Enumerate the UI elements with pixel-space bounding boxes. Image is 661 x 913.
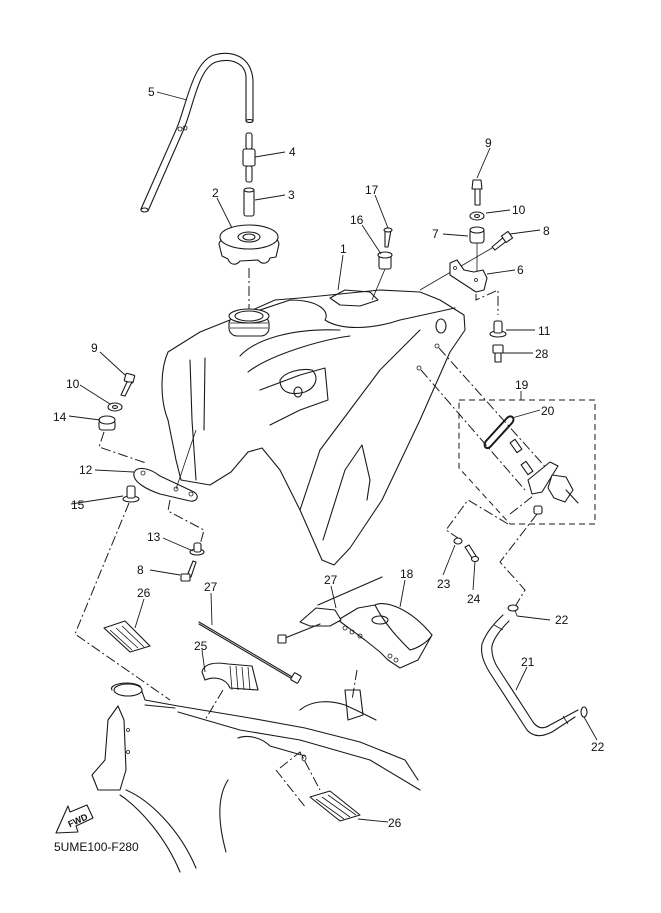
cover-bracket-18[interactable] <box>337 603 433 669</box>
callout-22-upper[interactable]: 22 <box>555 613 569 627</box>
hose-clip-22-upper[interactable] <box>507 604 519 617</box>
callout-22-lower[interactable]: 22 <box>591 740 605 754</box>
callout-4[interactable]: 4 <box>289 145 296 159</box>
cable-guide-25[interactable] <box>201 662 259 691</box>
callout-3[interactable]: 3 <box>288 188 295 202</box>
callout-1[interactable]: 1 <box>340 242 347 256</box>
breather-hose-part[interactable] <box>140 52 254 213</box>
screw-part[interactable] <box>383 227 393 248</box>
bolt-8-right[interactable] <box>491 230 514 251</box>
bolt-28[interactable] <box>492 344 504 363</box>
damper-7[interactable] <box>469 226 485 244</box>
grommet-part[interactable] <box>377 251 393 270</box>
fuel-tank-part[interactable] <box>161 289 466 566</box>
filler-neck <box>228 308 270 337</box>
callout-17[interactable]: 17 <box>365 183 379 197</box>
callout-7[interactable]: 7 <box>432 227 439 241</box>
tank-pad-26-upper[interactable] <box>103 620 151 653</box>
washer-10-left[interactable] <box>107 402 123 412</box>
callout-21[interactable]: 21 <box>521 655 535 669</box>
callout-24[interactable]: 24 <box>467 592 481 606</box>
front-stay-12[interactable] <box>133 467 198 502</box>
callout-26-upper[interactable]: 26 <box>137 586 151 600</box>
screw-24[interactable] <box>464 544 480 563</box>
callout-27-right[interactable]: 27 <box>324 573 338 587</box>
callout-15[interactable]: 15 <box>71 498 85 512</box>
callout-8-right[interactable]: 8 <box>543 224 550 238</box>
callout-12[interactable]: 12 <box>79 463 93 477</box>
callout-8-left[interactable]: 8 <box>137 563 144 577</box>
washer-10-right[interactable] <box>469 211 485 221</box>
callout-9-left[interactable]: 9 <box>91 341 98 355</box>
washer-23[interactable] <box>453 537 463 545</box>
collar-11[interactable] <box>489 320 507 338</box>
callout-25[interactable]: 25 <box>194 639 208 653</box>
fuel-cap-part[interactable] <box>218 224 280 265</box>
fuel-cock-assy-box <box>458 399 596 525</box>
o-ring-20[interactable] <box>483 415 515 450</box>
cable-tie-27-right[interactable] <box>277 576 383 644</box>
callout-11[interactable]: 11 <box>538 324 551 338</box>
callout-13[interactable]: 13 <box>147 530 161 544</box>
bolt-8-left[interactable] <box>180 560 197 582</box>
damper-14[interactable] <box>98 415 116 431</box>
rear-bracket-6[interactable] <box>449 259 488 293</box>
cable-tie-27-left[interactable] <box>198 621 302 684</box>
callout-18[interactable]: 18 <box>400 567 414 581</box>
callout-9-right[interactable]: 9 <box>485 136 492 150</box>
hose-short-part[interactable] <box>243 187 255 217</box>
callout-27-left[interactable]: 27 <box>204 580 218 594</box>
bolt-9-left[interactable] <box>120 372 136 397</box>
callout-28[interactable]: 28 <box>535 347 549 361</box>
callout-10-right[interactable]: 10 <box>512 203 526 217</box>
fuel-cock-part[interactable] <box>509 438 579 515</box>
callout-2[interactable]: 2 <box>212 186 219 200</box>
callout-23[interactable]: 23 <box>437 577 451 591</box>
callout-16[interactable]: 16 <box>350 213 364 227</box>
bolt-9-right[interactable] <box>471 179 483 206</box>
callout-labels: 5 4 3 2 1 17 16 9 10 7 8 6 11 28 19 20 9… <box>53 85 605 830</box>
callout-26-lower[interactable]: 26 <box>388 816 402 830</box>
collar-15[interactable] <box>122 485 140 503</box>
callout-14[interactable]: 14 <box>53 410 67 424</box>
callout-6[interactable]: 6 <box>517 263 524 277</box>
breather-valve-part[interactable] <box>242 132 256 183</box>
callout-20[interactable]: 20 <box>541 404 555 418</box>
callout-19[interactable]: 19 <box>515 378 529 392</box>
callout-5[interactable]: 5 <box>148 85 155 99</box>
collar-13[interactable] <box>189 542 205 556</box>
frame <box>91 682 421 873</box>
callout-10-left[interactable]: 10 <box>66 377 80 391</box>
tank-pad-26-lower[interactable] <box>309 790 361 822</box>
leader-lines <box>68 91 598 823</box>
diagram-code: 5UME100-F280 <box>54 840 139 854</box>
fwd-direction-icon: FWD <box>55 804 94 834</box>
hose-clip-22-lower[interactable] <box>580 706 588 718</box>
fuel-hose-21[interactable] <box>481 614 579 737</box>
